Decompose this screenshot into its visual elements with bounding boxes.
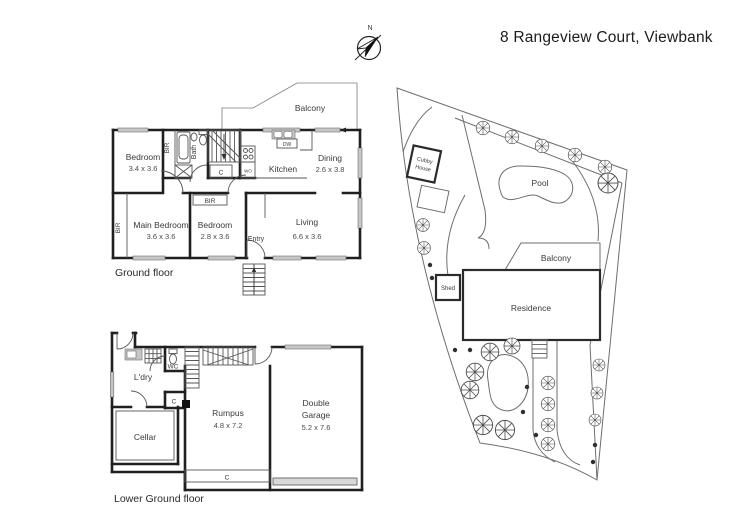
lgf-window (110, 371, 115, 398)
lgf-washer-icon (124, 348, 143, 361)
gf-balcony-outline (221, 82, 358, 130)
site-stairs-icon (531, 339, 548, 359)
site-sandpit-outline (416, 184, 450, 214)
lgf-cellar-label: Cellar (134, 432, 156, 442)
lgf-interior-walls (110, 345, 272, 492)
compass-north-label: N (367, 25, 372, 32)
lgf-toilet-icon (168, 348, 178, 365)
lgf-garage-dims: 5.2 x 7.6 (302, 423, 331, 432)
gf-caption: Ground floor (115, 267, 174, 279)
gf-bedroom1-label: Bedroom (126, 152, 161, 162)
lgf-post-icon (182, 400, 190, 408)
lgf-trough-icon (144, 348, 162, 364)
site-residence-label: Residence (511, 303, 551, 313)
site-shed-outline (434, 273, 462, 302)
lgf-wc-label: WC (168, 364, 179, 371)
lgf-rumpus-label: Rumpus (212, 408, 244, 418)
site-shed-label: Shed (441, 286, 455, 292)
site-cubby-label-2: House (415, 164, 432, 173)
gf-closet-outline (209, 164, 233, 179)
site-cubby-outline: Cubby House (405, 144, 443, 184)
gf-bir-left-label: BIR (115, 222, 122, 233)
gf-shower-icon (174, 164, 193, 179)
gf-bir-mid-outline (192, 194, 228, 206)
lgf-caption: Lower Ground floor (114, 493, 204, 505)
gf-toilet-icon (198, 129, 208, 146)
lgf-cupboard-strip (184, 469, 271, 483)
gf-dishwasher-outline (276, 138, 298, 149)
lgf-garage-label-1: Double (303, 398, 330, 408)
gf-sink-icon (271, 129, 296, 140)
gf-bedroom1-dims: 3.4 x 3.6 (129, 164, 158, 173)
gf-closet-label: C (219, 170, 224, 177)
gf-wall-oven-label: WO (244, 169, 252, 174)
gf-bir-mid-label: BIR (205, 198, 216, 205)
gf-bathtub-icon (176, 131, 191, 164)
lgf-stair-shaft-icon (184, 346, 200, 389)
gf-kitchen-bench (240, 130, 313, 179)
site-boundary (396, 87, 628, 481)
north-compass-icon: N (354, 25, 382, 61)
gf-door-arcs (160, 164, 266, 259)
gf-entry-stairs-icon (242, 263, 266, 296)
lgf-door-arcs (116, 332, 273, 408)
gf-main-bedroom-label: Main Bedroom (133, 220, 188, 230)
gf-kitchen-label: Kitchen (269, 164, 298, 174)
lgf-closet-lower-label: C (225, 475, 230, 482)
site-plan: Pool Balcony Residence Shed Cubby House (396, 87, 628, 481)
lower-ground-floor-plan: C C WC L'dry Cellar Rumpus 4.8 x 7.2 Dou… (110, 331, 364, 505)
lgf-garage-door-icon (272, 477, 358, 486)
gf-living-label: Living (296, 217, 318, 227)
pool-shape (498, 165, 574, 204)
site-cubby-label-1: Cubby (416, 156, 433, 165)
gf-stairs-icon (207, 129, 241, 163)
gf-dining-dims: 2.6 x 3.8 (316, 165, 345, 174)
gf-bedroom2-dims: 2.8 x 3.6 (201, 232, 230, 241)
gf-door-arrow-icon (340, 127, 355, 133)
gf-living-dims: 6.6 x 3.6 (293, 232, 322, 241)
gf-dining-label: Dining (318, 153, 342, 163)
gf-basin-icon (190, 132, 198, 142)
gf-entry-label: Entry (248, 236, 265, 243)
shrub-dot-icons (427, 262, 598, 465)
lgf-garage-window (284, 344, 332, 350)
gf-balcony-label: Balcony (295, 103, 326, 113)
gf-bir-top-label: BIR (164, 142, 171, 153)
lgf-stairs-icon (202, 346, 254, 366)
lgf-closet-upper-label: C (172, 399, 177, 406)
site-pool-label: Pool (531, 178, 548, 188)
lgf-garage-label-2: Garage (302, 410, 331, 420)
gf-bath-label: Bath (191, 145, 198, 160)
lgf-laundry-label: L'dry (134, 372, 153, 382)
gf-bedroom2-label: Bedroom (198, 220, 233, 230)
ground-floor-plan: Balcony (111, 82, 363, 296)
page-title: 8 Rangeview Court, Viewbank (500, 29, 713, 46)
gf-dishwasher-label: DW (283, 142, 292, 148)
site-balcony-label: Balcony (541, 253, 572, 263)
gf-main-bedroom-dims: 3.6 x 3.6 (147, 232, 176, 241)
lgf-rumpus-dims: 4.8 x 7.2 (214, 421, 243, 430)
